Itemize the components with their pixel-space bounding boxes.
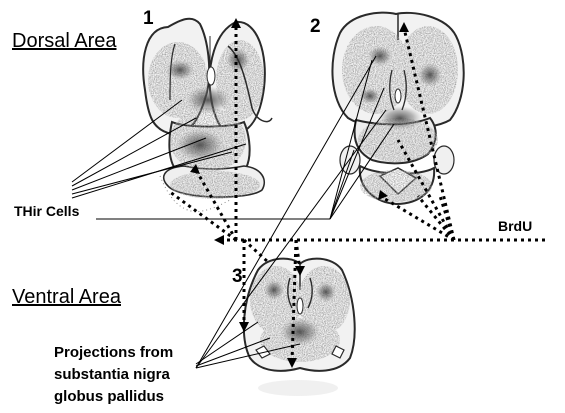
- brdu-label: BrdU: [498, 218, 532, 234]
- projections-caption-line-2: substantia nigra: [54, 364, 170, 386]
- ventral-area-title: Ventral Area: [12, 286, 121, 309]
- dorsal-area-title: Dorsal Area: [12, 30, 117, 53]
- section-1-ventricle-center: [207, 67, 215, 85]
- projections-caption-line-3: globus pallidus: [54, 386, 164, 408]
- brain-section-2: [332, 13, 463, 204]
- panel-3-number: 3: [232, 266, 243, 288]
- panel-2-number: 2: [310, 16, 321, 38]
- brain-section-3: [244, 259, 355, 371]
- projections-caption-line-1: Projections from: [54, 342, 173, 364]
- brain-section-1: [143, 19, 272, 212]
- panel-1-number: 1: [143, 8, 154, 30]
- thir-cells-label: THir Cells: [14, 203, 79, 219]
